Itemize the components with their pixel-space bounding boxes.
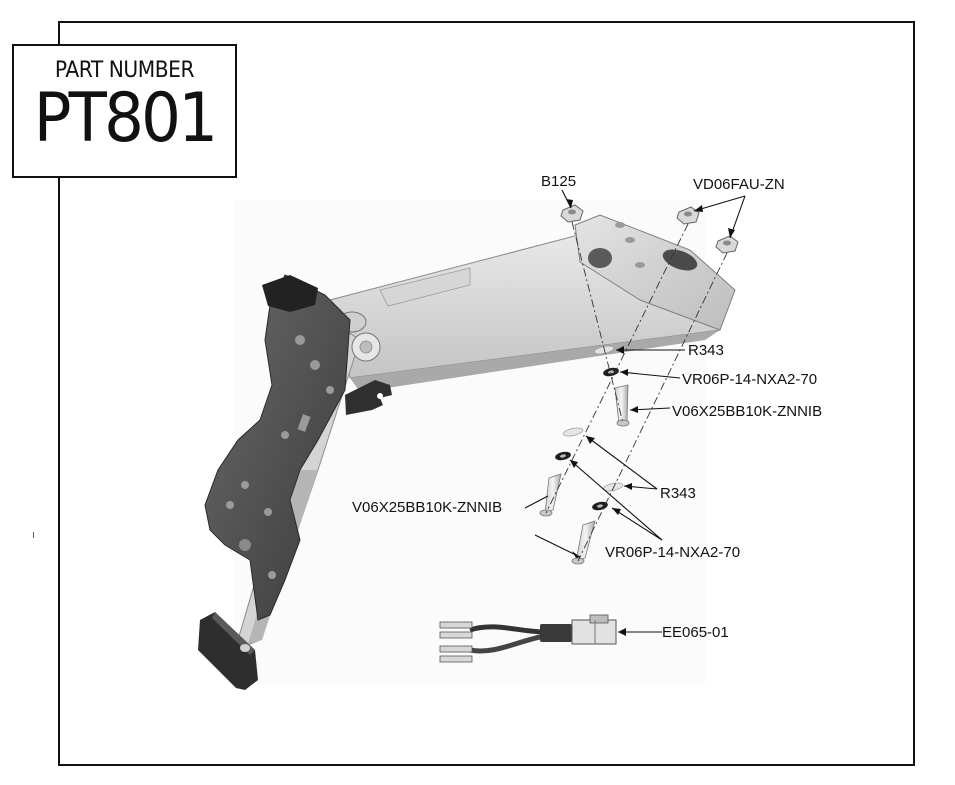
part-number-label: PART NUMBER	[54, 58, 195, 83]
part-number-value: PT801	[33, 79, 218, 158]
assembly-axes	[545, 221, 728, 562]
callout-b125: B125	[541, 173, 576, 190]
lamp-block	[198, 612, 258, 690]
hook-tab	[345, 380, 392, 415]
callout-r343-upper: R343	[688, 342, 724, 359]
part-number-box: PART NUMBER PT801	[12, 44, 237, 178]
callout-vr06p-upper: VR06P-14-NXA2-70	[682, 371, 817, 388]
margin-mark	[33, 532, 34, 538]
callout-vd06fau-zn: VD06FAU-ZN	[693, 176, 785, 193]
callout-v06x25-lower: V06X25BB10K-ZNNIB	[352, 499, 502, 516]
flange-nut-vd06-left	[676, 206, 700, 225]
callout-v06x25-upper: V06X25BB10K-ZNNIB	[672, 403, 822, 420]
bolt-upper	[614, 384, 630, 427]
top-mounting-plate	[574, 214, 736, 331]
bolt-lower-b	[571, 520, 596, 565]
oring-lower-a	[555, 451, 571, 461]
callout-ee065-01: EE065-01	[662, 624, 729, 641]
flange-nut-b125	[560, 204, 584, 223]
spacer-r343-lower-a	[562, 427, 584, 437]
bolt-lower-a	[539, 473, 562, 517]
callout-r343-lower: R343	[660, 485, 696, 502]
oring-upper	[603, 367, 619, 377]
license-bracket	[204, 274, 351, 621]
wiring-harness	[439, 614, 617, 663]
callout-vr06p-lower: VR06P-14-NXA2-70	[605, 544, 740, 561]
leader-arrowheads	[566, 199, 735, 636]
flange-nut-vd06-right	[715, 235, 739, 254]
